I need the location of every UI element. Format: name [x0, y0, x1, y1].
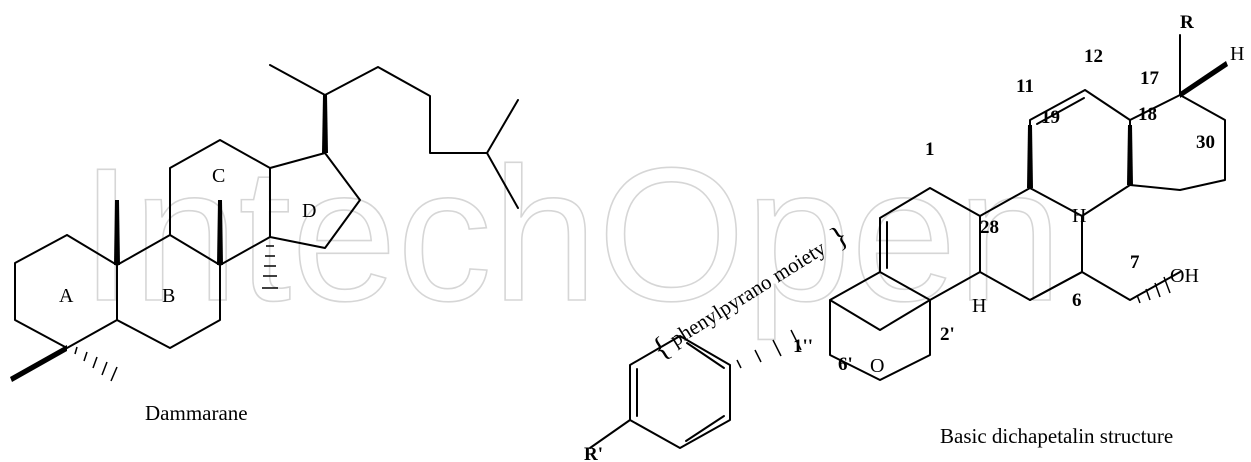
- ring-c: [169, 139, 271, 266]
- atom-number-19: 19: [1041, 107, 1060, 128]
- phenyl-ring: [629, 335, 731, 449]
- substituent-r-prime: R': [584, 444, 603, 462]
- atom-number-6: 6: [1072, 290, 1082, 311]
- atom-number-7: 7: [1130, 252, 1140, 273]
- atom-number-17: 17: [1140, 68, 1160, 89]
- ring-label-d: D: [302, 200, 316, 222]
- phenyl-double-3: [685, 415, 725, 442]
- side-chain-wedge: [322, 95, 328, 153]
- dichapetalin-caption: Basic dichapetalin structure: [940, 424, 1173, 448]
- h-label-low: H: [972, 295, 986, 317]
- methyl-wedge-c10: [114, 200, 120, 265]
- atom-number-2p: 2': [940, 324, 955, 345]
- atom-number-12: 12: [1084, 46, 1103, 67]
- atom-number-1pp: 1'': [793, 336, 813, 357]
- pyran-ring: [829, 271, 931, 381]
- substituent-r: R: [1180, 12, 1194, 33]
- double-bond-11-12: [1036, 97, 1085, 125]
- r-prime-bond: [589, 419, 631, 449]
- ring-lower: [1029, 271, 1181, 301]
- methyl-wedge-18: [1127, 125, 1133, 185]
- ring-label-c: C: [212, 165, 225, 187]
- atom-number-30: 30: [1196, 132, 1215, 153]
- dammarane-structure: A B C D Dammarane: [10, 64, 519, 425]
- hashed-bond-c4: [74, 346, 118, 382]
- h-label-mid: H: [1072, 205, 1086, 227]
- phenyl-double-1: [686, 342, 725, 369]
- atom-number-6p: 6': [838, 354, 853, 375]
- side-chain: [269, 64, 519, 209]
- ring-label-b: B: [162, 285, 175, 307]
- ring-d-prime: [1129, 94, 1226, 191]
- h-label-top: H: [1230, 43, 1244, 65]
- atom-number-18: 18: [1138, 104, 1157, 125]
- oxygen-label: O: [870, 355, 884, 377]
- h-wedge-17: [1180, 61, 1228, 98]
- atom-number-1: 1: [925, 139, 935, 160]
- atom-number-28: 28: [980, 217, 999, 238]
- atom-number-11: 11: [1016, 76, 1034, 97]
- hashed-bond-c14: [262, 245, 278, 289]
- ring-b: [116, 234, 221, 349]
- dammarane-caption: Dammarane: [145, 401, 248, 425]
- methyl-wedge-19: [1027, 125, 1033, 188]
- ring-d: [269, 152, 361, 249]
- methyl-wedge-c8: [217, 200, 223, 265]
- hashed-bond-c7: [1136, 276, 1171, 304]
- hashed-bond-1pp: [736, 329, 802, 369]
- methyl-wedge-c4: [10, 345, 67, 382]
- oh-label: OH: [1170, 265, 1199, 287]
- ring-b-prime: [979, 187, 1083, 301]
- watermark-text: IntechOpen: [80, 129, 1062, 341]
- ring-label-a: A: [59, 285, 74, 307]
